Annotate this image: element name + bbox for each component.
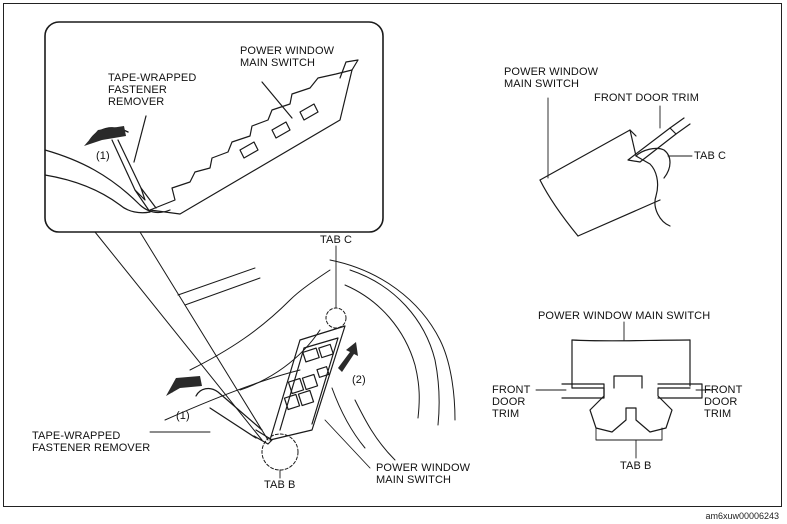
section-b-main-switch-label: POWER WINDOW MAIN SWITCH [538, 310, 711, 322]
figure-id-label: am6xuw00006243 [705, 511, 779, 521]
inset-step-1-label: (1) [96, 150, 110, 162]
inset-detail [44, 21, 384, 233]
section-c-main-switch-label: POWER WINDOW MAIN SWITCH [504, 66, 599, 90]
section-c-front-door-trim-label: FRONT DOOR TRIM [594, 92, 699, 104]
door-tab-b-label: TAB B [264, 479, 296, 491]
figure-frame [3, 3, 782, 507]
section-c-tab-c-label: TAB C [694, 150, 727, 162]
section-b-tab-b-label: TAB B [620, 460, 652, 472]
door-main-switch-label: POWER WINDOW MAIN SWITCH [376, 462, 471, 486]
tab-c-section [539, 97, 693, 237]
section-b-front-door-trim-left-label: FRONT DOOR TRIM [492, 384, 531, 420]
inset-main-switch-label: POWER WINDOW MAIN SWITCH [240, 45, 335, 69]
inset-rotate-arrow-icon [84, 126, 126, 146]
door-tab-c-label: TAB C [320, 234, 353, 246]
door-trim-view [164, 259, 456, 461]
pull-direction-arrow-icon [338, 342, 358, 372]
door-step-2-label: (2) [352, 374, 366, 386]
main-switch-view [149, 245, 371, 479]
main-rotate-arrow-icon [166, 376, 202, 396]
inset-fastener-remover-label: TAPE-WRAPPED FASTENER REMOVER [108, 72, 197, 108]
door-step-1-label: (1) [176, 410, 190, 422]
tab-b-section [535, 321, 713, 459]
door-fastener-remover-label: TAPE-WRAPPED FASTENER REMOVER [32, 430, 151, 454]
section-b-front-door-trim-right-label: FRONT DOOR TRIM [704, 384, 743, 420]
